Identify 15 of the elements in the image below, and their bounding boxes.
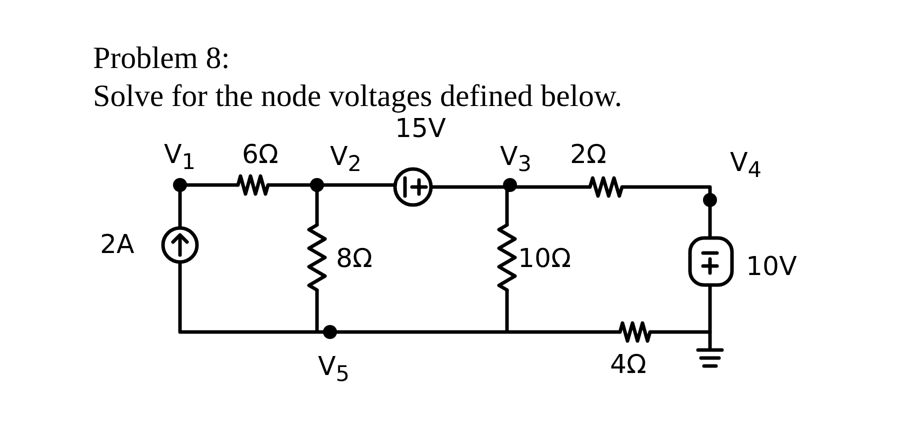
node-label: V$_{2}$	[330, 142, 362, 178]
current-label: 2A	[100, 230, 134, 260]
resistance-label: 8Ω	[336, 244, 372, 274]
node-label: V$_{5}$	[318, 352, 350, 388]
voltage-label: 10V	[746, 252, 797, 282]
resistance-label: 4Ω	[610, 350, 646, 380]
resistance-label: 10Ω	[518, 244, 571, 274]
voltage-label: 15V	[395, 114, 446, 144]
node-label: V$_{3}$	[500, 142, 532, 178]
problem-heading: Problem 8:	[93, 40, 230, 76]
resistance-label: 2Ω	[570, 140, 606, 170]
resistance-label: 6Ω	[242, 140, 278, 170]
instruction-text: Solve for the node voltages defined below.	[93, 78, 622, 114]
node-label: V$_{4}$	[730, 148, 762, 184]
node-label: V$_{1}$	[164, 140, 196, 176]
